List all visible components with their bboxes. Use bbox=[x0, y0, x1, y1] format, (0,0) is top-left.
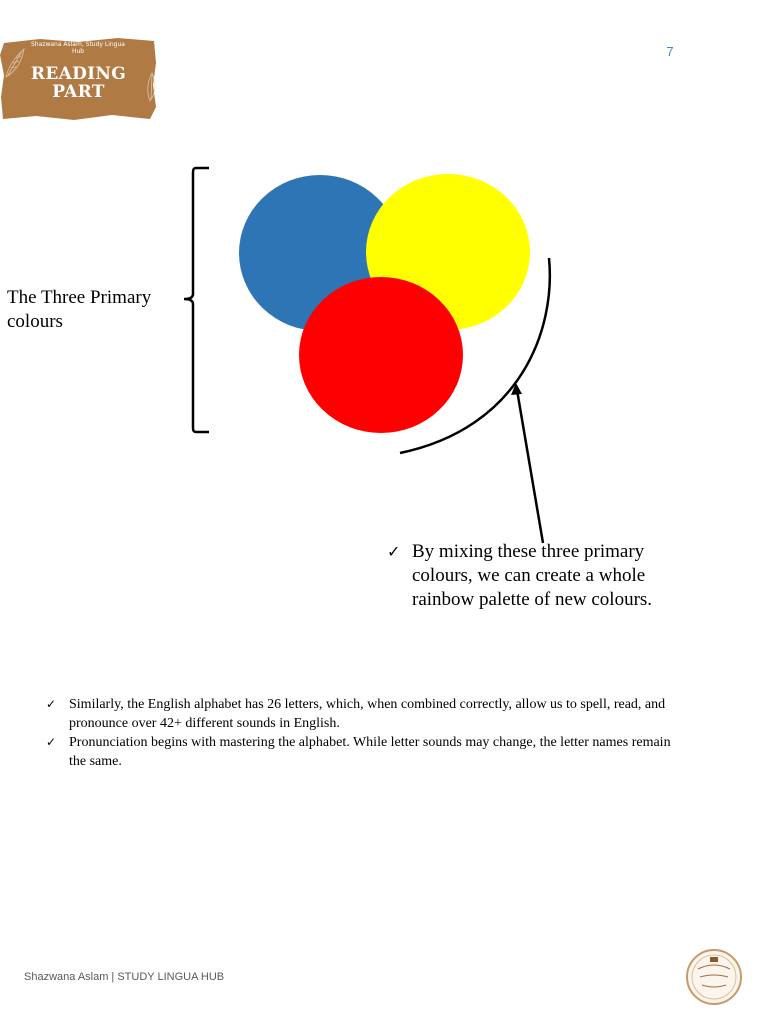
reading-part-banner: Shazwana Aslam, Study Lingua Hub READING… bbox=[0, 37, 157, 121]
mixing-note-text: By mixing these three primary colours, w… bbox=[412, 541, 653, 610]
pointer-arrow-line bbox=[515, 389, 545, 544]
banner-title-line1: READING bbox=[30, 64, 127, 84]
page-number: 7 bbox=[666, 44, 674, 59]
check-icon: ✓ bbox=[46, 697, 57, 711]
mixing-note: ✓ By mixing these three primary colours,… bbox=[387, 540, 707, 612]
banner-author: Shazwana Aslam, Study Lingua Hub bbox=[31, 41, 125, 55]
study-lingua-hub-logo bbox=[686, 949, 742, 1005]
list-item: ✓ Similarly, the English alphabet has 26… bbox=[46, 695, 686, 733]
left-brace bbox=[183, 166, 209, 434]
footer-text: Shazwana Aslam | STUDY LINGUA HUB bbox=[24, 971, 225, 983]
primary-colours-label: The Three Primary colours bbox=[7, 287, 152, 332]
bullet-list: ✓ Similarly, the English alphabet has 26… bbox=[46, 695, 686, 771]
list-item: ✓ Pronunciation begins with mastering th… bbox=[46, 733, 686, 771]
banner-title-line2: PART bbox=[52, 82, 105, 102]
leaf-icon bbox=[5, 47, 156, 102]
pointer-arrow-head bbox=[511, 383, 522, 395]
check-icon: ✓ bbox=[387, 542, 401, 561]
banner-background bbox=[0, 38, 156, 120]
bullet-text: Pronunciation begins with mastering the … bbox=[69, 735, 671, 769]
check-icon: ✓ bbox=[46, 735, 57, 749]
bullet-text: Similarly, the English alphabet has 26 l… bbox=[69, 697, 666, 731]
red-circle bbox=[299, 277, 463, 433]
arc-curve bbox=[399, 257, 552, 455]
